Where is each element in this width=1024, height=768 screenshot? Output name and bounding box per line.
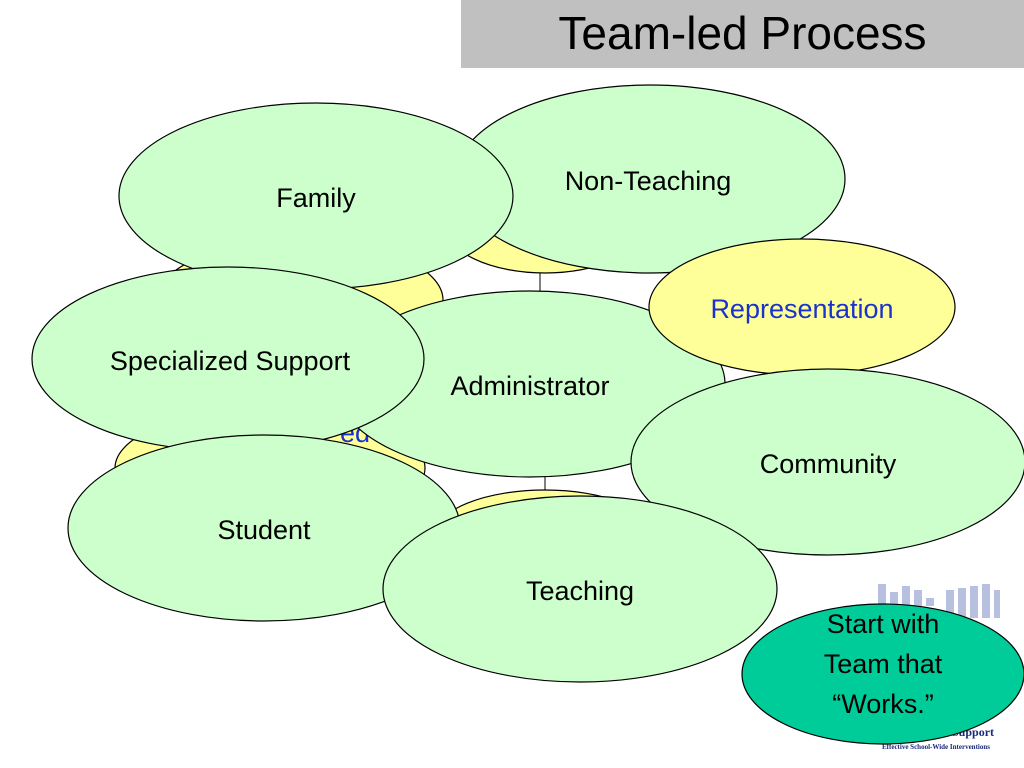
title-bar: Team-led Process bbox=[461, 0, 1024, 68]
node-community-label: Community bbox=[760, 449, 897, 479]
callout-start-with-team bbox=[741, 603, 1024, 745]
node-teaching-label: Teaching bbox=[526, 576, 634, 606]
node-student-label: Student bbox=[217, 515, 311, 545]
node-family-label: Family bbox=[276, 183, 356, 213]
callout-line-3: “Works.” bbox=[832, 689, 934, 719]
node-representation-label: Representation bbox=[710, 294, 893, 324]
node-community bbox=[630, 368, 1024, 556]
callout-line-1: Start with bbox=[827, 609, 940, 639]
callout-line-2: Team that bbox=[824, 649, 943, 679]
slide-title: Team-led Process bbox=[558, 7, 927, 59]
node-specialized-support-label: Specialized Support bbox=[110, 346, 351, 376]
logo-tagline: Effective School-Wide Interventions bbox=[882, 743, 990, 751]
logo-graphic bbox=[878, 584, 1000, 618]
node-teaching bbox=[382, 495, 778, 683]
node-non-teaching-label: Non-Teaching bbox=[565, 166, 732, 196]
node-administrator-label: Administrator bbox=[450, 371, 609, 401]
